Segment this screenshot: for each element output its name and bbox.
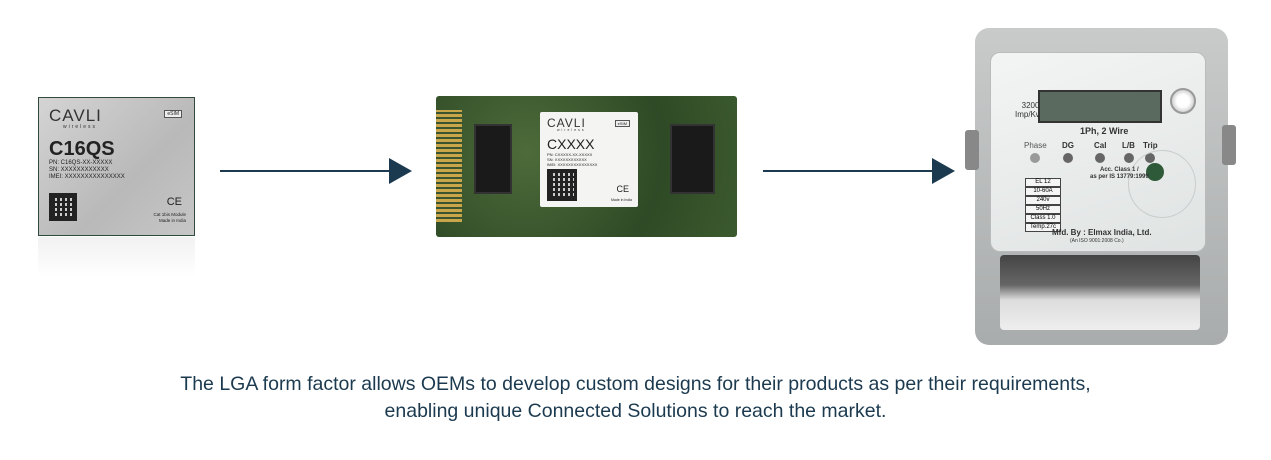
- module-origin: Made in India: [158, 218, 186, 223]
- arrow-right-icon: [389, 158, 412, 184]
- led-phase: [1030, 153, 1040, 163]
- meter-side-clip: [1222, 125, 1236, 165]
- iso-certification: (An ISO 9001:2008 Co.): [1070, 238, 1124, 244]
- arrow-line: [220, 170, 392, 172]
- serial-number: SN: XXXXXXXXXXXX: [49, 167, 109, 173]
- module-ids: PN: CXXXXX-XX-XXXXX SN: XXXXXXXXXXXX IME…: [547, 152, 597, 167]
- led-dg: [1063, 153, 1073, 163]
- accuracy-line1: Acc. Class 1 /: [1100, 167, 1139, 173]
- qr-code-icon: [49, 193, 77, 221]
- module-model: CXXXX: [547, 136, 595, 152]
- logo-subtext: wireless: [63, 124, 98, 130]
- module-desc: Cat 1bis Module Made in India: [153, 212, 186, 224]
- accuracy-class: Acc. Class 1 /as per IS 13779:1999: [1090, 167, 1149, 181]
- led-label-phase: Phase: [1024, 141, 1047, 150]
- imei: IMEI: XXXXXXXXXXXXXXX: [547, 162, 598, 167]
- logo-text: CAVLI: [547, 116, 586, 130]
- module-reflection: [38, 237, 195, 277]
- caption-line-1: The LGA form factor allows OEMs to devel…: [180, 373, 1091, 395]
- impulse-value: 3200: [1021, 101, 1040, 110]
- logo-subtext: wireless: [557, 128, 586, 132]
- module-model: C16QS: [49, 138, 115, 160]
- part-number: PN: C16QS-XX-XXXXX: [49, 160, 113, 166]
- serial-number: SN: XXXXXXXXXXXX: [547, 157, 587, 162]
- spec-cell: Class 1.0: [1025, 214, 1061, 223]
- board-ic-left: [474, 124, 512, 194]
- led-lb: [1124, 153, 1134, 163]
- ce-mark: CE: [616, 184, 629, 194]
- logo-text: CAVLI: [49, 106, 102, 125]
- board-ic-right: [670, 124, 715, 194]
- meter-side-clip: [965, 130, 979, 170]
- accuracy-line2: as per IS 13779:1999: [1090, 174, 1149, 180]
- spec-table: EL 12 10-60A 240v 50Hz Class 1.0 Temp.27…: [1025, 178, 1061, 232]
- spec-cell: EL 12: [1025, 178, 1061, 187]
- caption: The LGA form factor allows OEMs to devel…: [0, 371, 1271, 425]
- edge-connector: [436, 110, 462, 222]
- module-origin: Made in India: [610, 198, 632, 202]
- imei: IMEI: XXXXXXXXXXXXXXX: [49, 174, 125, 180]
- impulse-unit: Imp/Kwh: [1015, 110, 1047, 119]
- arrow-right-icon: [932, 158, 955, 184]
- part-number: PN: CXXXXX-XX-XXXXX: [547, 152, 593, 157]
- led-label-trip: Trip: [1143, 141, 1158, 150]
- led-label-cal: Cal: [1094, 141, 1107, 150]
- spec-cell: 50Hz: [1025, 205, 1061, 214]
- module-ids: PN: C16QS-XX-XXXXX SN: XXXXXXXXXXXX IMEI…: [49, 160, 125, 181]
- led-label-dg: DG: [1062, 141, 1074, 150]
- esim-badge: eSIM: [614, 120, 630, 127]
- lcd-display: [1038, 90, 1162, 123]
- caption-line-2: enabling unique Connected Solutions to r…: [384, 400, 887, 422]
- push-button: [1170, 88, 1196, 114]
- led-label-lb: L/B: [1122, 141, 1135, 150]
- manufacturer: Mfd. By : Elmax India, Ltd.: [1052, 228, 1152, 237]
- transparent-cover-ring: [1128, 150, 1196, 218]
- module-type: Cat 1bis Module: [153, 212, 186, 217]
- ce-mark: CE: [166, 196, 182, 208]
- wire-type: 1Ph, 2 Wire: [1080, 126, 1129, 136]
- qr-code-icon: [547, 169, 577, 201]
- esim-badge: eSIM: [164, 110, 182, 118]
- led-cal: [1095, 153, 1105, 163]
- arrow-line: [763, 170, 935, 172]
- spec-cell: Temp.27c: [1025, 223, 1061, 232]
- spec-cell: 10-60A: [1025, 187, 1061, 196]
- terminal-block: [1000, 255, 1200, 330]
- spec-cell: 240v: [1025, 196, 1061, 205]
